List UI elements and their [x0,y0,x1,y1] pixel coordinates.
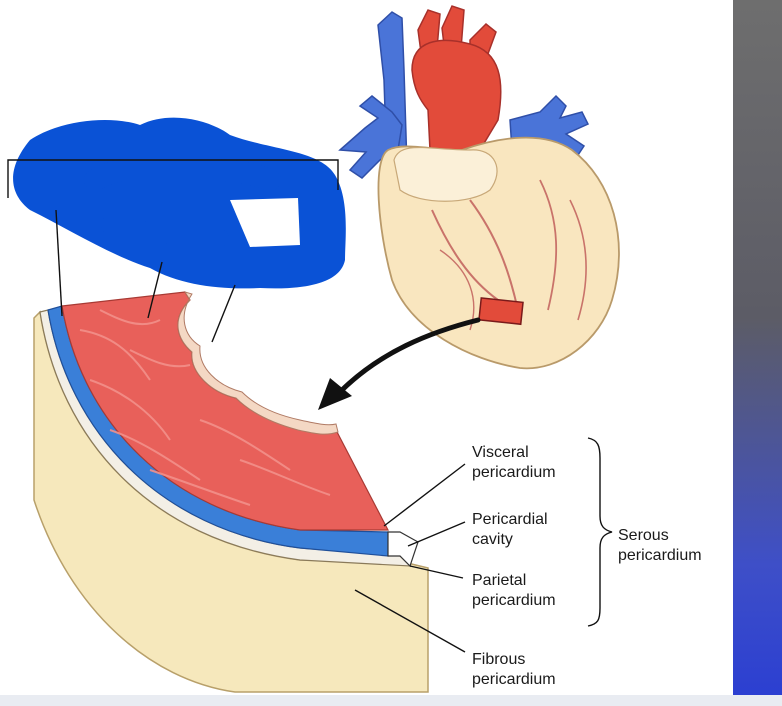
leader-cavity [407,521,466,547]
label-line-2: pericardium [472,464,556,481]
coronary-vessel-1 [431,209,499,301]
label-parietal-pericardium: Parietal pericardium [472,571,556,611]
wall-cross-section [33,291,429,693]
label-line-1: Parietal [472,572,527,589]
left-pulmonary-vessels [338,95,403,179]
label-line-1: Serous [618,527,669,544]
serous-bracket [587,437,613,627]
bracket-top [7,159,339,198]
atrium [393,146,498,202]
leader-fibrous [354,589,466,653]
leader-parietal [409,565,464,579]
redaction-scribble [13,117,346,289]
label-line-2: cavity [472,531,513,548]
bottom-strip [0,695,782,706]
leader-lines [7,159,613,653]
label-serous-pericardium: Serous pericardium [618,526,702,566]
label-pericardial-cavity: Pericardial cavity [472,510,548,550]
endocardium [177,291,339,435]
muscle-texture [79,309,331,506]
section-highlight [478,297,524,326]
heart-illustration [338,5,620,370]
label-line-2: pericardium [472,592,556,609]
label-line-2: pericardium [618,547,702,564]
label-fibrous-pericardium: Fibrous pericardium [472,650,556,690]
leader-myocardium [147,261,163,319]
label-line-1: Fibrous [472,651,526,668]
aortic-arch [411,39,502,151]
label-line-1: Pericardial [472,511,548,528]
leader-endocardium [55,209,63,317]
label-line-2: pericardium [472,671,556,688]
coronary-vessel-4 [569,199,587,321]
leader-visceral [383,463,466,527]
pericardium-diagram [7,5,620,693]
label-line-1: Visceral [472,444,529,461]
curved-arrow-icon [318,317,481,410]
coronary-vessel-3 [539,179,558,311]
label-visceral-pericardium: Visceral pericardium [472,443,556,483]
leader-epicardium [211,284,236,343]
